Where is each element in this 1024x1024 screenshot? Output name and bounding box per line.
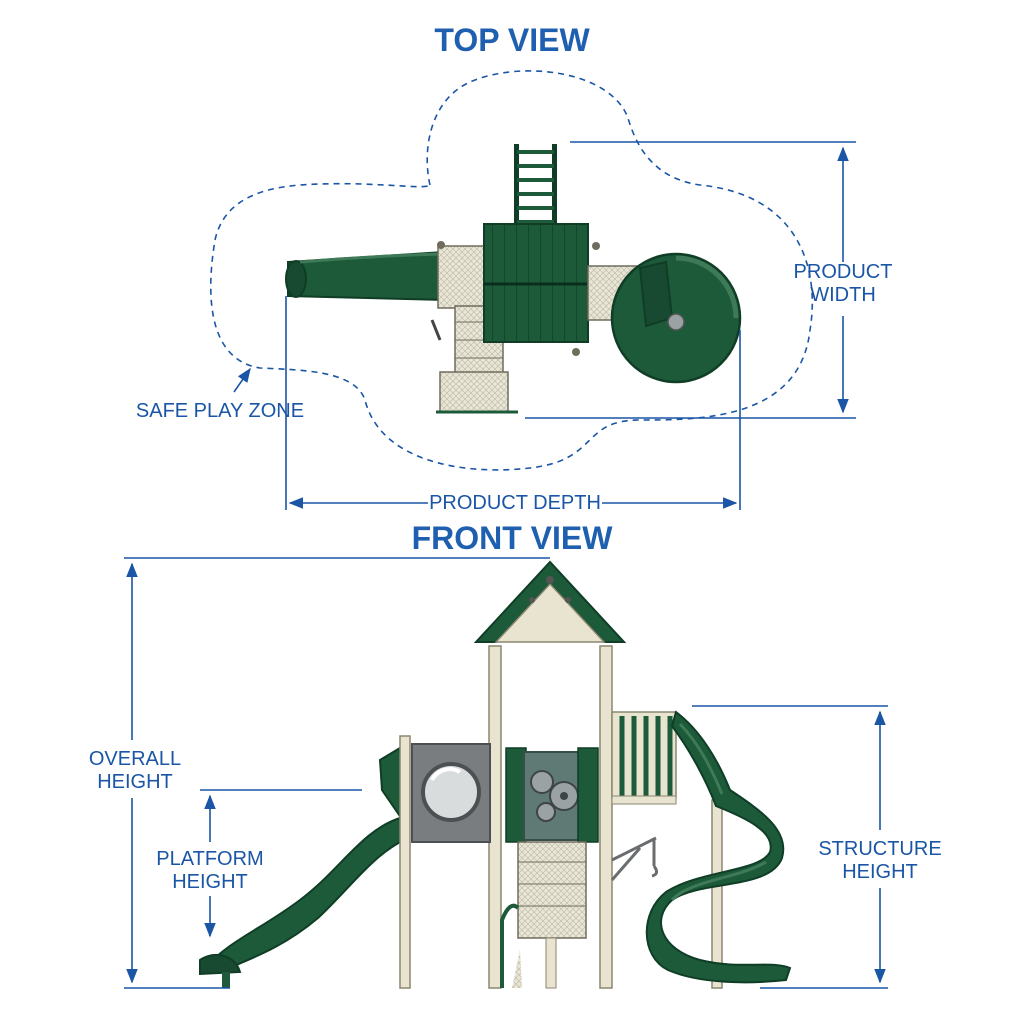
safe-play-zone-outline — [210, 70, 814, 471]
front-porthole-panel — [411, 743, 491, 843]
structure-height-label-line1: STRUCTURE — [818, 838, 942, 860]
safe-play-zone-label: SAFE PLAY ZONE — [135, 400, 305, 422]
product-width-label-line2: WIDTH — [810, 284, 876, 306]
structure-height-label-line2: HEIGHT — [842, 861, 918, 883]
top-straight-slide — [285, 250, 446, 302]
top-view — [210, 70, 856, 510]
top-view-title: TOP VIEW — [434, 22, 590, 58]
top-hardware — [430, 241, 600, 356]
front-view — [124, 557, 888, 989]
product-width-label: PRODUCT WIDTH — [788, 261, 898, 307]
platform-height-dimension — [200, 789, 362, 938]
overall-height-label-line1: OVERALL — [88, 748, 182, 770]
top-roof — [483, 223, 589, 343]
overall-height-label: OVERALL HEIGHT — [80, 748, 190, 794]
overall-height-dimension — [124, 557, 550, 989]
front-spiral-slide — [645, 710, 792, 984]
product-width-label-line1: PRODUCT — [793, 261, 893, 283]
top-left-deck — [437, 245, 487, 309]
platform-height-label: PLATFORM HEIGHT — [150, 848, 270, 894]
platform-height-label-line1: PLATFORM — [156, 848, 264, 870]
product-depth-label: PRODUCT DEPTH — [428, 492, 602, 515]
front-railing — [611, 711, 677, 805]
front-crane — [610, 836, 659, 881]
front-view-title: FRONT VIEW — [411, 520, 613, 556]
safe-play-zone-arrow — [233, 367, 251, 393]
overall-height-label-line2: HEIGHT — [97, 771, 173, 793]
front-gear-panel — [505, 747, 599, 843]
front-roof — [473, 560, 627, 643]
top-spiral-slide — [610, 252, 742, 384]
structure-height-dimension — [692, 705, 888, 989]
product-depth-dimension — [285, 296, 741, 510]
structure-height-label: STRUCTURE HEIGHT — [815, 838, 945, 884]
platform-height-label-line2: HEIGHT — [172, 871, 248, 893]
front-posts — [399, 645, 723, 989]
top-ladder — [514, 144, 557, 226]
product-width-dimension — [525, 141, 856, 419]
front-climber — [500, 841, 587, 989]
